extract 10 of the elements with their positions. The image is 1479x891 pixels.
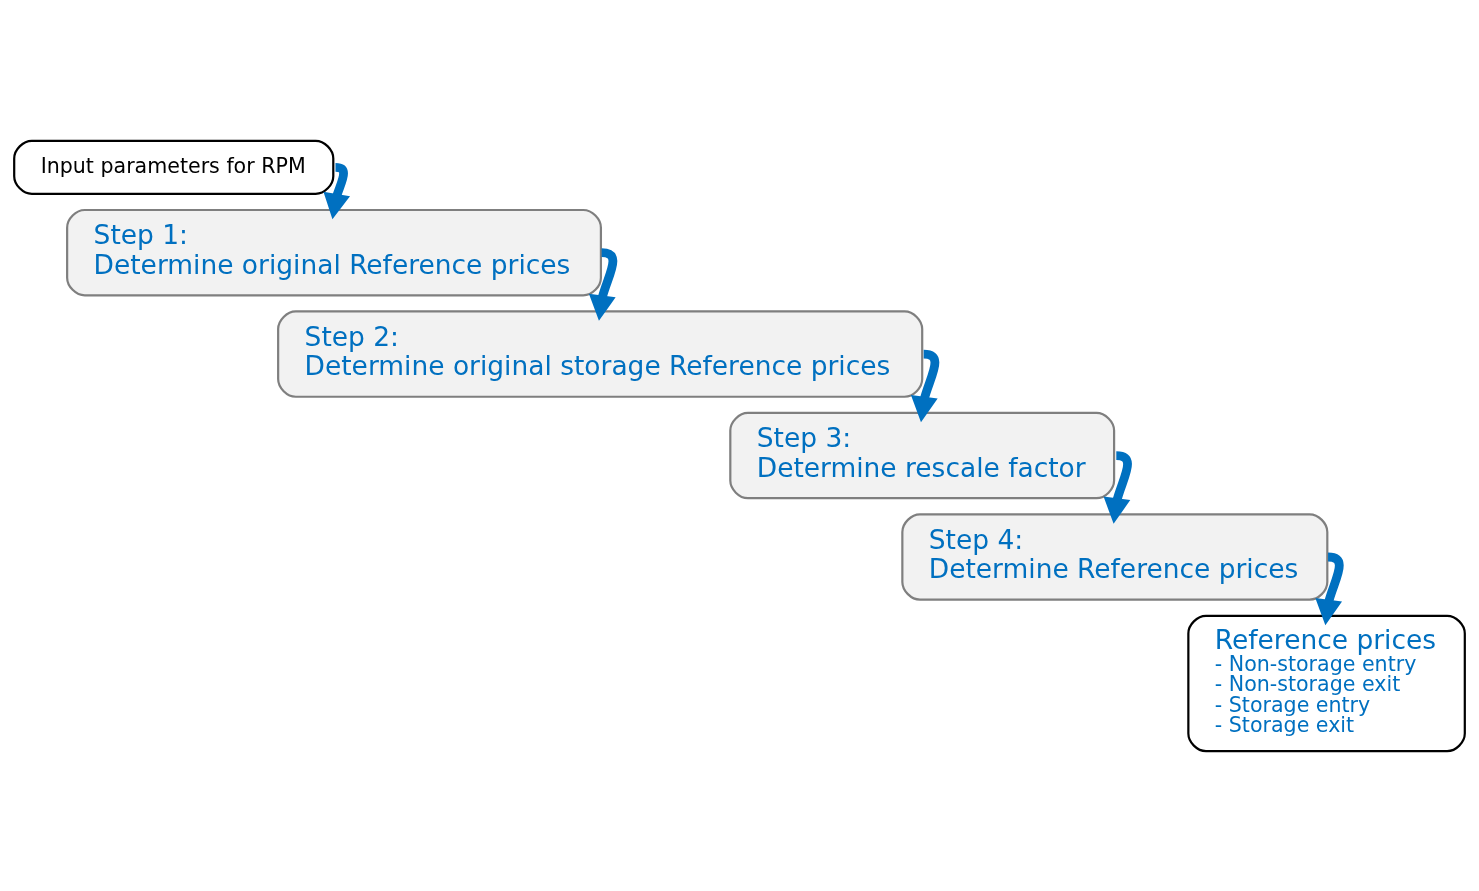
arrow [910,349,940,422]
node-box: Input parameters for RPM [13,139,335,195]
node-box: Reference prices - Non-storage entry - Non-storage exit - Storage entry - Storage exit [1187,614,1466,752]
arrow [1103,450,1132,524]
node-box: Step 1: Determine original Reference prices [66,208,602,296]
node-box: Step 3: Determine rescale factor [729,411,1116,499]
node-box: Step 4: Determine Reference prices [901,512,1329,601]
node-box: Step 2: Determine original storage Reference prices [277,309,924,398]
arrow [323,162,350,219]
arrow [1315,552,1344,625]
